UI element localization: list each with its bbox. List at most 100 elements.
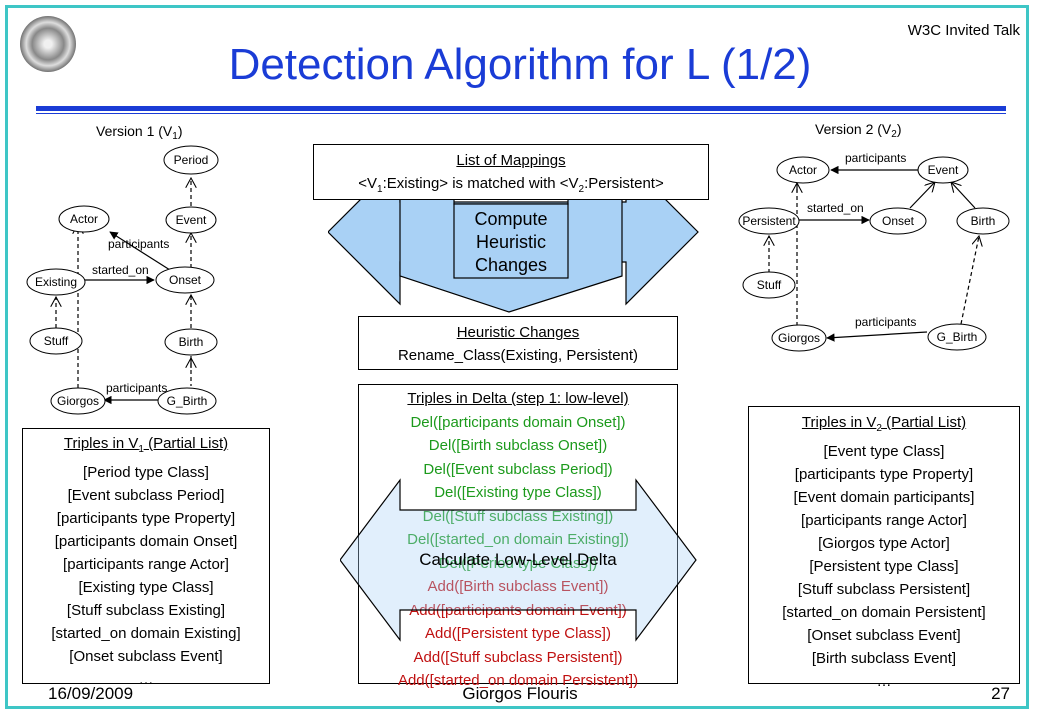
triples-v2-title: Triples in V2 (Partial List) [801,414,967,434]
triples-v2-item: … [876,673,892,690]
compute-label: Compute Heuristic Changes [454,208,568,277]
svg-text:Period: Period [174,153,209,167]
v2-edge-label-participants-2: participants [855,315,916,329]
triples-v1-item: [started_on domain Existing] [51,625,241,642]
v1-node-event [165,206,217,234]
v1-node-onset [155,266,215,294]
svg-text:Actor: Actor [789,163,817,177]
title-rule-thin [36,113,1006,114]
triples-v1-title: Triples in V1 (Partial List) [63,435,229,455]
footer-page-number: 27 [991,684,1010,703]
v2-node-actor [776,156,830,184]
heuristic-box: Heuristic Changes Rename_Class(Existing,… [358,316,678,370]
delta-box: Triples in Delta (step 1: low-level) Del… [358,384,678,689]
compute-down-arrow [399,163,623,313]
triples-v1-item: [participants domain Onset] [54,533,238,550]
v2-edge-gbirth-birth [960,236,979,325]
v2-node-giorgos [771,324,827,352]
svg-text:Event: Event [928,163,959,177]
delta-del-3: Del([Event subclass Period]) [423,460,613,478]
triples-v2-item: [Onset subclass Event] [807,627,961,644]
delta-title: Triples in Delta (step 1: low-level) [407,390,629,407]
compute-line-2: Heuristic [475,232,546,252]
mappings-title: List of Mappings [456,152,566,169]
triples-v2-item: [started_on domain Persistent] [782,604,986,621]
delta-del-5: Del([Stuff subclass Existing]) [422,507,614,525]
v2-node-birth [956,207,1010,235]
v2-edge-label-participants: participants [845,151,906,165]
svg-text:Onset: Onset [169,273,202,287]
slide-title: Detection Algorithm for L (1/2) [228,40,812,89]
v1-node-birth [164,328,218,356]
v2-node-stuff [742,271,796,299]
triples-v2-item: [Birth subclass Event] [811,650,957,667]
v1-node-giorgos [50,387,106,415]
v1-node-period [163,145,219,175]
delta-add-5: Add([started_on domain Persistent]) [397,672,639,689]
triples-v1-item: [Existing type Class] [78,579,214,596]
triples-v1-item: [participants type Property] [56,510,236,527]
v1-edge-label-participants-2: participants [106,381,167,395]
svg-text:Birth: Birth [179,335,204,349]
svg-text:Onset: Onset [882,214,915,228]
v2-node-onset [869,207,927,235]
v1-label: Version 1 (V1) [96,123,183,142]
v2-label: Version 2 (V2) [815,121,902,140]
university-logo [20,16,76,72]
svg-text:G_Birth: G_Birth [167,394,208,408]
version1-graph: Version 1 (V1) participants started_on p… [26,123,219,415]
delta-del-1: Del([participants domain Onset]) [410,413,626,431]
triples-v2-item: [Event type Class] [823,443,945,460]
triples-v2-box: Triples in V2 (Partial List) [Event type… [748,406,1020,690]
triples-v1-item: [Event subclass Period] [67,487,225,504]
delta-arrow-label: Calculate Low-Level Delta [419,550,617,569]
v1-node-gbirth [157,387,217,415]
svg-text:Stuff: Stuff [757,278,782,292]
delta-add-1: Add([Birth subclass Event]) [427,578,609,595]
header-tag: W3C Invited Talk [907,22,1020,39]
svg-text:Stuff: Stuff [44,334,69,348]
v2-node-gbirth [927,323,987,351]
v1-edge-label-started-on: started_on [92,263,149,277]
v2-edge-participants-2 [826,331,928,342]
triples-v2-item: [participants type Property] [794,466,974,483]
svg-text:Giorgos: Giorgos [778,331,820,345]
svg-text:G_Birth: G_Birth [937,330,978,344]
triples-v1-item: [Period type Class] [83,464,209,481]
triples-v1-box: Triples in V1 (Partial List) [Period typ… [22,428,270,688]
v1-edge-label-participants: participants [108,237,169,251]
triples-v1-item: [participants range Actor] [63,556,229,573]
svg-text:Giorgos: Giorgos [57,394,99,408]
svg-text:Existing: Existing [35,275,77,289]
delta-add-3: Add([Persistent type Class]) [425,625,611,642]
triples-v1-item: [Stuff subclass Existing] [66,602,226,619]
triples-v1-item: … [138,671,154,688]
triples-v1-item: [Onset subclass Event] [69,648,223,665]
delta-del-7: Del([Period type Class]) [438,554,598,572]
v1-node-actor [58,205,110,233]
triples-v2-item: [Persistent type Class] [809,558,959,575]
footer-date: 16/09/2009 [48,684,134,703]
v1-edge-participants [109,231,171,271]
v1-node-stuff [29,327,83,355]
triples-v2-item: [Event domain participants] [793,489,975,506]
compute-line-3: Changes [474,255,548,275]
slide-frame [5,5,1029,709]
mappings-line: <V1:Existing> is matched with <V2:Persis… [358,175,664,195]
title-rule [36,106,1006,111]
svg-text:Birth: Birth [971,214,996,228]
triples-v2-item: [participants range Actor] [801,512,967,529]
heuristic-title: Heuristic Changes [456,324,580,341]
v2-edge-onset-event [909,182,935,209]
delta-add-4: Add([Stuff subclass Persistent]) [413,648,623,666]
delta-del-6: Del([started_on domain Existing]) [407,531,629,548]
triples-v2-item: [Giorgos type Actor] [818,535,950,552]
delta-arrow [340,478,697,642]
svg-text:Actor: Actor [70,212,98,226]
delta-del-4: Del([Existing type Class]) [434,484,602,501]
compute-line-1: Compute [474,209,548,229]
v2-node-event [917,156,969,184]
footer-author: Giorgos Flouris [462,684,578,703]
version2-graph: Version 2 (V2) participants started_on p… [738,121,1010,352]
triples-v2-item: [Stuff subclass Persistent] [797,581,971,598]
